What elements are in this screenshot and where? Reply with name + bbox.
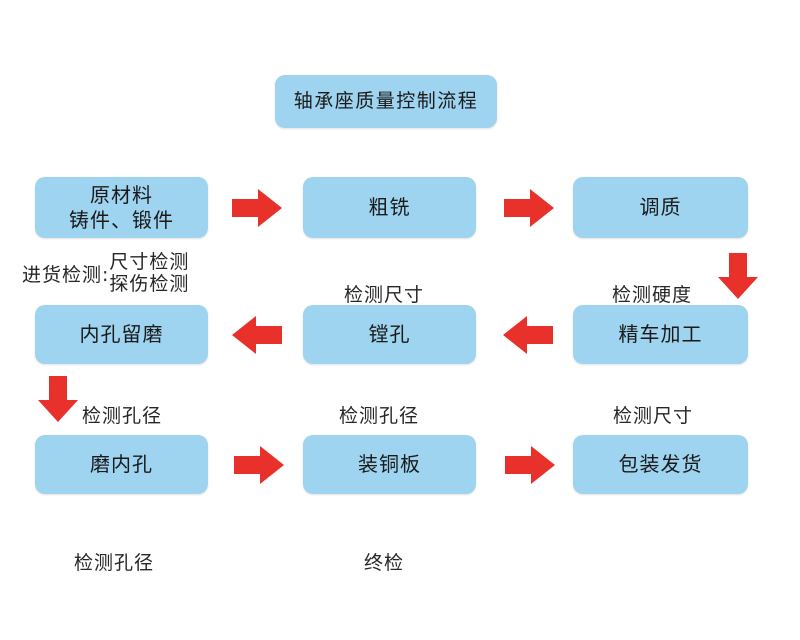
arrow-left-boring-to-bore-left (232, 316, 282, 354)
process-box-quenching-tempering[interactable]: 调质 (573, 177, 748, 238)
caption-text: 检测尺寸 (344, 284, 425, 307)
title-box-label: 轴承座质量控制流程 (293, 89, 479, 112)
process-box-label: 磨内孔 (90, 452, 153, 477)
caption-text: 检测孔径 (339, 405, 420, 428)
caption-line-2: 探伤检测 (109, 272, 190, 295)
caption-bore-diameter-check-1: 检测孔径 (82, 383, 162, 428)
arrow-right-rough-to-quench (504, 189, 554, 227)
caption-text: 检测孔径 (74, 552, 155, 575)
process-box-label: 包装发货 (618, 452, 703, 477)
caption-text: 检测孔径 (82, 405, 163, 428)
arrow-down-bore-left-to-grinding (38, 376, 78, 422)
process-box-label: 装铜板 (358, 452, 421, 477)
process-box-label: 调质 (639, 195, 682, 220)
caption-text: 检测尺寸 (613, 405, 694, 428)
process-box-bore-grinding[interactable]: 磨内孔 (35, 435, 208, 494)
process-box-copper-plate-mounting[interactable]: 装铜板 (303, 435, 476, 494)
caption-bore-diameter-check-3: 检测孔径 (74, 530, 154, 575)
process-box-label: 精车加工 (618, 322, 703, 347)
title-box: 轴承座质量控制流程 (275, 75, 497, 128)
arrow-left-finish-turning-to-boring (503, 316, 553, 354)
caption-bore-diameter-check-2: 检测孔径 (339, 383, 419, 428)
process-box-raw-material[interactable]: 原材料 铸件、锻件 (35, 177, 208, 238)
caption-dimension-check-1: 检测尺寸 (344, 262, 424, 307)
arrow-right-raw-to-rough (232, 189, 282, 227)
arrow-right-copper-to-packaging (505, 446, 555, 484)
caption-prefix: 进货检测: (22, 264, 110, 287)
process-box-bore-left-for-grinding[interactable]: 内孔留磨 (35, 305, 208, 364)
caption-text: 检测硬度 (612, 284, 693, 307)
process-box-label: 原材料 铸件、锻件 (69, 183, 174, 232)
process-box-finish-turning[interactable]: 精车加工 (573, 305, 748, 364)
process-box-label: 内孔留磨 (79, 322, 164, 347)
caption-line-1: 尺寸检测 (109, 251, 190, 273)
arrow-down-quench-to-finish-turning (718, 253, 758, 299)
caption-dimension-check-2: 检测尺寸 (613, 383, 693, 428)
caption-hardness-check: 检测硬度 (612, 262, 692, 307)
arrow-right-grinding-to-copper (234, 446, 284, 484)
process-box-packaging-shipment[interactable]: 包装发货 (573, 435, 748, 494)
process-box-rough-milling[interactable]: 粗铣 (303, 177, 476, 238)
process-box-label: 镗孔 (368, 322, 411, 347)
process-box-label: 粗铣 (368, 195, 411, 220)
caption-text: 终检 (364, 552, 405, 575)
process-box-boring[interactable]: 镗孔 (303, 305, 476, 364)
caption-final-inspection: 终检 (364, 530, 404, 575)
caption-incoming-inspection: 进货检测: 尺寸检测 探伤检测 (22, 251, 190, 296)
